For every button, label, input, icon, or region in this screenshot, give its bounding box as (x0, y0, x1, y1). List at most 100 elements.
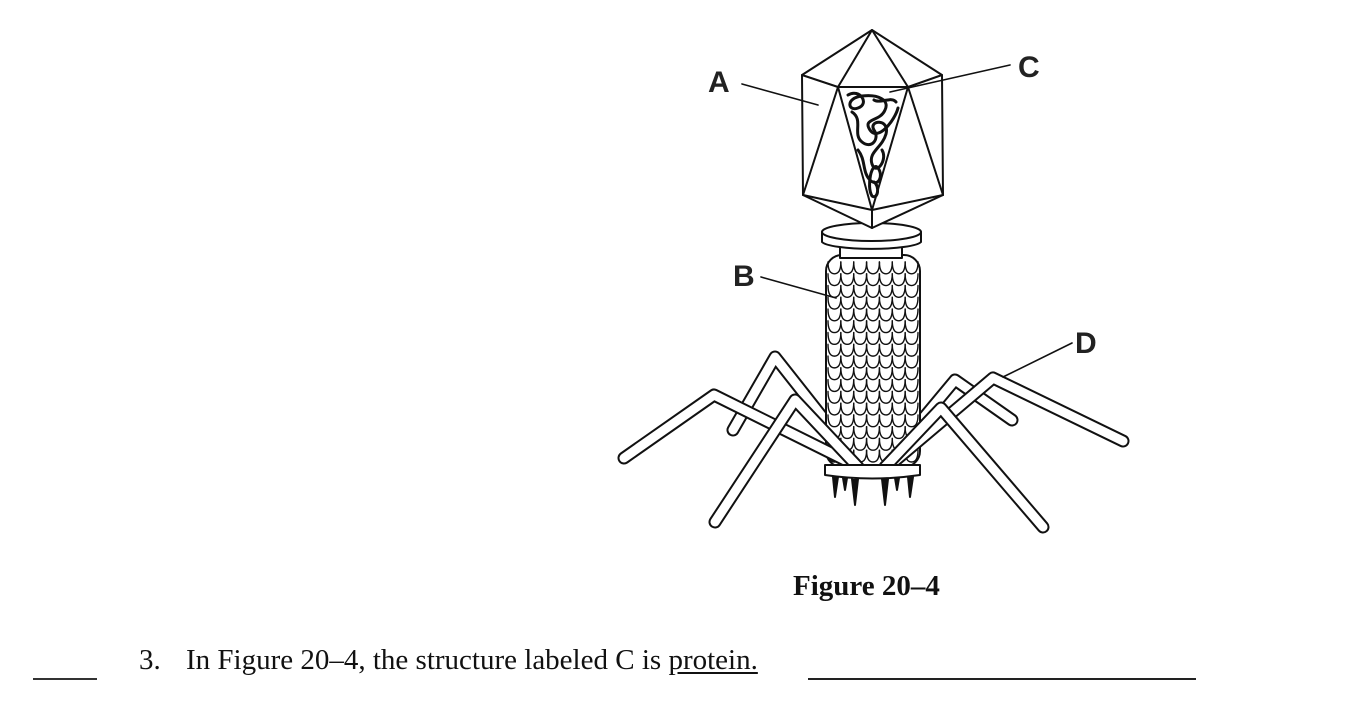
sheath-subunit (891, 296, 906, 310)
sheath-subunit (865, 261, 881, 275)
sheath-subunit (840, 426, 855, 440)
sheath-subunit (853, 320, 868, 334)
sheath-subunit (827, 402, 842, 416)
sheath-subunit (878, 343, 893, 357)
sheath-subunit (878, 308, 893, 322)
sheath-subunit (865, 390, 881, 404)
sheath-subunit (853, 390, 868, 404)
figure-caption: Figure 20–4 (793, 570, 940, 602)
sheath-subunit (904, 261, 919, 275)
sheath-subunit (904, 343, 919, 357)
question-3: 3. In Figure 20–4, the structure labeled… (0, 644, 1368, 684)
sheath-subunit (865, 367, 881, 381)
sheath-subunit (865, 343, 881, 357)
leader-line-b (760, 276, 837, 299)
sheath-subunit (827, 296, 842, 310)
dna-strand (846, 91, 900, 199)
sheath-subunit (827, 273, 842, 287)
sheath-subunit (853, 402, 868, 416)
tail-sheath (825, 254, 921, 468)
sheath-subunit (891, 414, 906, 428)
sheath-subunit (878, 355, 893, 369)
sheath-subunit (827, 331, 842, 346)
correction-answer-blank[interactable] (808, 678, 1196, 680)
sheath-subunit (891, 331, 906, 346)
sheath-subunit (827, 343, 842, 357)
sheath-subunit (840, 402, 855, 416)
label-c: C (1018, 51, 1040, 84)
sheath-subunit (853, 343, 868, 357)
sheath-subunit (891, 261, 906, 275)
sheath-subunit (865, 308, 881, 322)
underlined-term: protein. (668, 644, 758, 676)
sheath-subunit (904, 273, 919, 287)
sheath-subunit (878, 390, 893, 404)
true-false-answer-blank[interactable] (33, 678, 97, 680)
sheath-subunit (827, 261, 842, 275)
sheath-subunit (878, 378, 893, 393)
base-plate (824, 464, 921, 506)
leader-line-d (1002, 342, 1073, 378)
sheath-subunit (853, 296, 868, 310)
sheath-subunit (853, 273, 868, 287)
sheath-subunit (840, 355, 855, 369)
sheath-subunit (891, 343, 906, 357)
sheath-subunit (865, 273, 881, 287)
sheath-subunit (865, 331, 881, 346)
question-text: In Figure 20–4, the structure labeled C … (186, 644, 758, 677)
sheath-subunit (853, 414, 868, 428)
sheath-subunit (904, 320, 919, 334)
capsid-head (801, 29, 944, 229)
leader-line-c (889, 64, 1011, 93)
sheath-subunit (904, 331, 919, 346)
sheath-subunit (840, 308, 855, 322)
sheath-subunit (865, 355, 881, 369)
sheath-subunit (891, 308, 906, 322)
sheath-subunit (878, 367, 893, 381)
sheath-subunit (840, 378, 855, 393)
label-a: A (708, 66, 730, 99)
sheath-subunit (904, 308, 919, 322)
sheath-subunit (904, 390, 919, 404)
sheath-subunit (878, 296, 893, 310)
sheath-subunit (853, 308, 868, 322)
sheath-subunit (878, 273, 893, 287)
sheath-subunit (891, 378, 906, 393)
sheath-subunit (840, 367, 855, 381)
sheath-subunit (878, 284, 893, 298)
sheath-subunit (904, 367, 919, 381)
sheath-subunit (827, 390, 842, 404)
sheath-subunit (865, 296, 881, 310)
sheath-subunit (840, 320, 855, 334)
sheath-subunit (891, 355, 906, 369)
sheath-subunit (904, 414, 919, 428)
sheath-subunit (827, 378, 842, 393)
sheath-subunit (891, 367, 906, 381)
question-stem: In Figure 20–4, the structure labeled C … (186, 644, 669, 676)
sheath-subunit (827, 367, 842, 381)
label-b: B (733, 260, 755, 293)
sheath-subunit (904, 402, 919, 416)
sheath-subunit (827, 355, 842, 369)
sheath-subunit (840, 284, 855, 298)
tail-pin (832, 476, 839, 498)
sheath-subunit (853, 378, 868, 393)
sheath-subunit (904, 355, 919, 369)
sheath-subunit (853, 367, 868, 381)
sheath-subunit (865, 414, 881, 428)
sheath-subunit (878, 402, 893, 416)
sheath-subunit (891, 320, 906, 334)
sheath-subunit (865, 449, 881, 463)
sheath-subunit (840, 261, 855, 275)
tail-pin (894, 477, 900, 491)
tail-pin (851, 478, 859, 506)
sheath-subunit (853, 331, 868, 346)
sheath-subunit (878, 426, 893, 440)
sheath-subunit (878, 320, 893, 334)
sheath-subunit (878, 331, 893, 346)
sheath-subunit (891, 284, 906, 298)
sheath-subunit (840, 414, 855, 428)
sheath-subunit (891, 273, 906, 287)
sheath-subunit (904, 284, 919, 298)
